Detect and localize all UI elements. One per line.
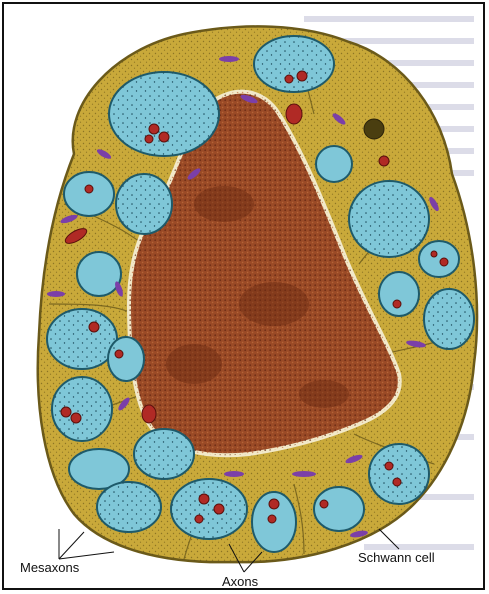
mesaxons-label: Mesaxons <box>20 560 79 575</box>
axon <box>316 146 352 182</box>
axon <box>379 272 419 316</box>
diagram-frame: Mesaxons Axons Schwann cell <box>2 2 485 590</box>
dark-granule <box>364 119 384 139</box>
schwann-cell-diagram <box>4 4 485 590</box>
axons-label: Axons <box>222 574 258 589</box>
axon <box>77 252 121 296</box>
axon <box>314 487 364 531</box>
axon <box>64 172 114 216</box>
schwann-cell-label: Schwann cell <box>358 550 435 565</box>
axon <box>419 241 459 277</box>
